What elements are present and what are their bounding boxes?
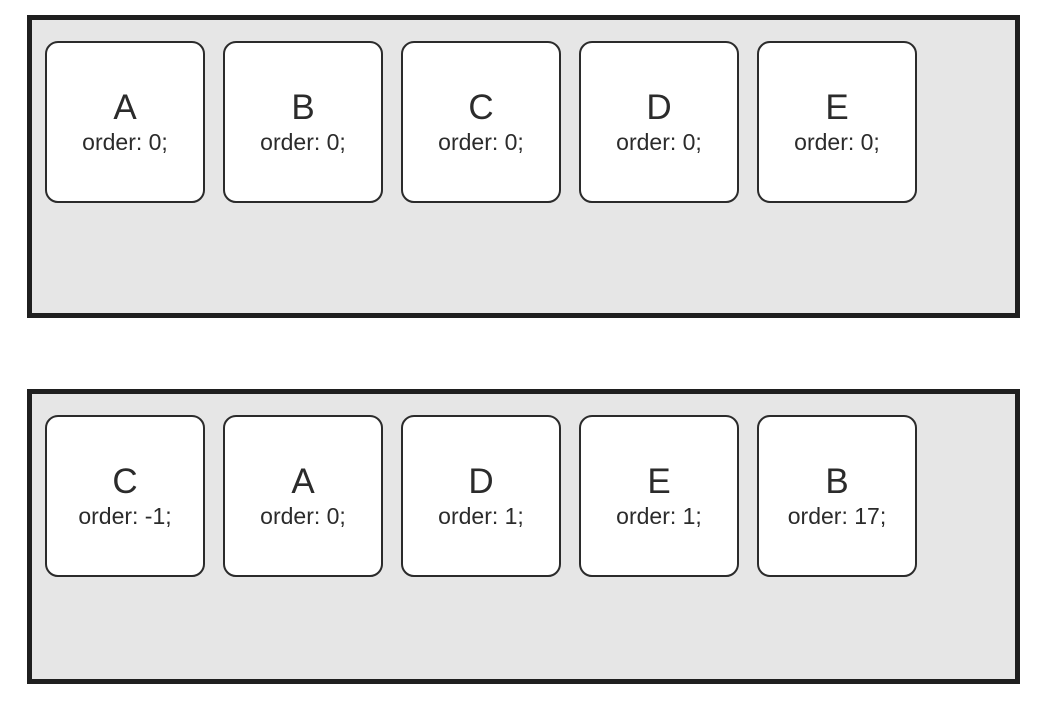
flex-item-letter: D (468, 461, 494, 501)
flex-item-letter: B (825, 461, 849, 501)
flex-item-b: B order: 17; (757, 415, 917, 577)
flex-item-order-value: order: 0; (260, 502, 346, 529)
flex-item-a: A order: 0; (223, 415, 383, 577)
flex-item-letter: C (468, 87, 494, 127)
flex-item-order-value: order: -1; (78, 502, 172, 529)
flex-item-c: C order: 0; (401, 41, 561, 203)
flex-item-e: E order: 0; (757, 41, 917, 203)
flex-item-order-value: order: 1; (438, 502, 524, 529)
flex-item-d: D order: 1; (401, 415, 561, 577)
flex-item-order-value: order: 0; (82, 128, 168, 155)
flex-item-order-value: order: 0; (794, 128, 880, 155)
flex-item-c: C order: -1; (45, 415, 205, 577)
flex-container-default-order: A order: 0; B order: 0; C order: 0; D or… (27, 15, 1020, 318)
flex-container-custom-order: C order: -1; A order: 0; D order: 1; E o… (27, 389, 1020, 684)
flex-item-letter: E (647, 461, 671, 501)
flex-item-letter: A (291, 461, 315, 501)
flex-item-order-value: order: 1; (616, 502, 702, 529)
flex-item-d: D order: 0; (579, 41, 739, 203)
flex-item-order-value: order: 0; (616, 128, 702, 155)
flex-item-order-value: order: 0; (260, 128, 346, 155)
flex-item-letter: A (113, 87, 137, 127)
flex-item-order-value: order: 17; (787, 502, 887, 529)
flex-item-e: E order: 1; (579, 415, 739, 577)
flex-item-letter: B (291, 87, 315, 127)
flex-item-letter: E (825, 87, 849, 127)
flex-item-order-value: order: 0; (438, 128, 524, 155)
flex-item-b: B order: 0; (223, 41, 383, 203)
flex-item-letter: D (646, 87, 672, 127)
flex-item-letter: C (112, 461, 138, 501)
flex-item-a: A order: 0; (45, 41, 205, 203)
